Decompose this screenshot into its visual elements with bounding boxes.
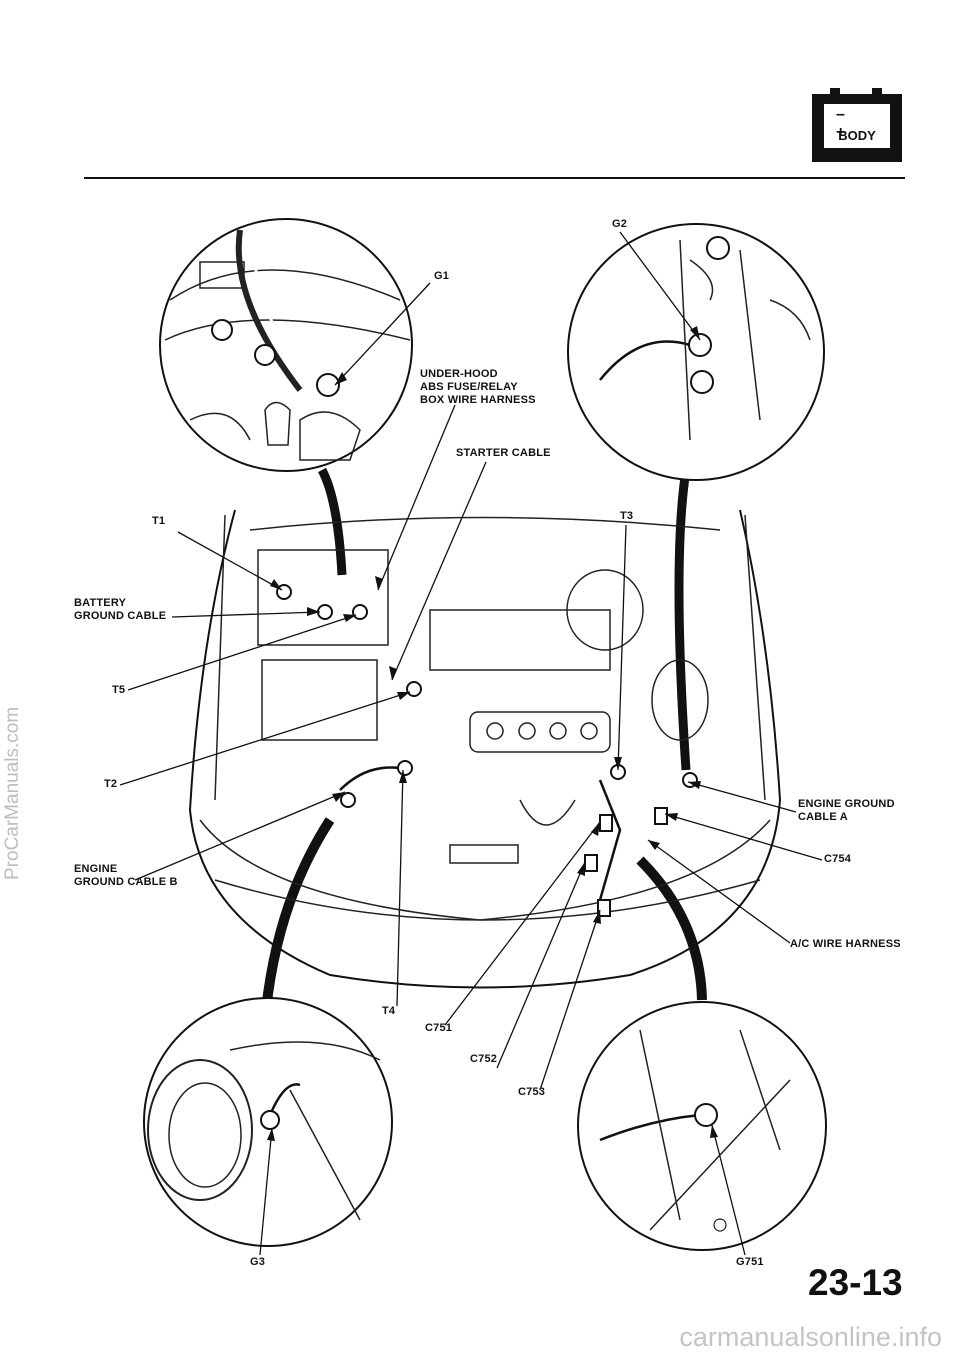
label-c754: C754: [824, 853, 852, 865]
label-c753: C753: [518, 1086, 546, 1098]
label-c752: C752: [470, 1053, 498, 1065]
section-label: BODY: [838, 128, 876, 143]
detail-circle-g3: [143, 997, 393, 1247]
label-engine-ground-a-line1: ENGINE GROUND: [798, 798, 895, 810]
battery-body-section-icon: – + BODY: [812, 88, 902, 162]
battery-label-panel: – + BODY: [824, 104, 890, 148]
label-g2: G2: [612, 218, 628, 230]
label-battery-ground-line2: GROUND CABLE: [74, 610, 167, 622]
watermark-left: ProCarManuals.com: [2, 706, 23, 880]
label-ac-wire-harness: A/C WIRE HARNESS: [790, 938, 901, 950]
watermark-bottom: carmanualsonline.info: [679, 1322, 942, 1352]
battery-polarity-signs: – +: [836, 106, 864, 141]
label-engine-ground-b-line1: ENGINE: [74, 863, 118, 875]
label-engine-ground-a-line2: CABLE A: [798, 811, 848, 823]
label-t5: T5: [112, 684, 126, 696]
leader-lines: [119, 231, 823, 1256]
label-g1: G1: [434, 270, 450, 282]
label-t4: T4: [382, 1005, 396, 1017]
label-c751: C751: [425, 1022, 453, 1034]
connector-band-g751: [636, 856, 707, 1001]
label-t1: T1: [152, 515, 166, 527]
label-under-hood-line1: UNDER-HOOD: [420, 368, 498, 380]
label-g3: G3: [250, 1256, 266, 1268]
engine-bay-drawing: [188, 509, 782, 989]
label-t2: T2: [104, 778, 118, 790]
page-number: 23-13: [808, 1262, 903, 1303]
detail-circle-g2: [567, 223, 825, 481]
label-engine-ground-b-line2: GROUND CABLE B: [74, 876, 178, 888]
detail-circle-g751: [577, 1001, 827, 1251]
label-under-hood-line2: ABS FUSE/RELAY: [420, 381, 518, 393]
label-starter-cable: STARTER CABLE: [456, 447, 551, 459]
connector-band-g1: [317, 467, 347, 576]
label-g751: G751: [736, 1256, 764, 1268]
label-t3: T3: [620, 510, 634, 522]
label-battery-ground-line1: BATTERY: [74, 597, 127, 609]
connector-band-g3: [261, 817, 335, 1011]
detail-circle-g1: [159, 218, 413, 472]
battery-terminal-positive: [872, 88, 882, 96]
leader-arrowheads: [267, 326, 718, 1141]
battery-terminal-negative: [830, 88, 840, 96]
connector-band-g2: [674, 469, 691, 771]
label-under-hood-line3: BOX WIRE HARNESS: [420, 394, 536, 406]
